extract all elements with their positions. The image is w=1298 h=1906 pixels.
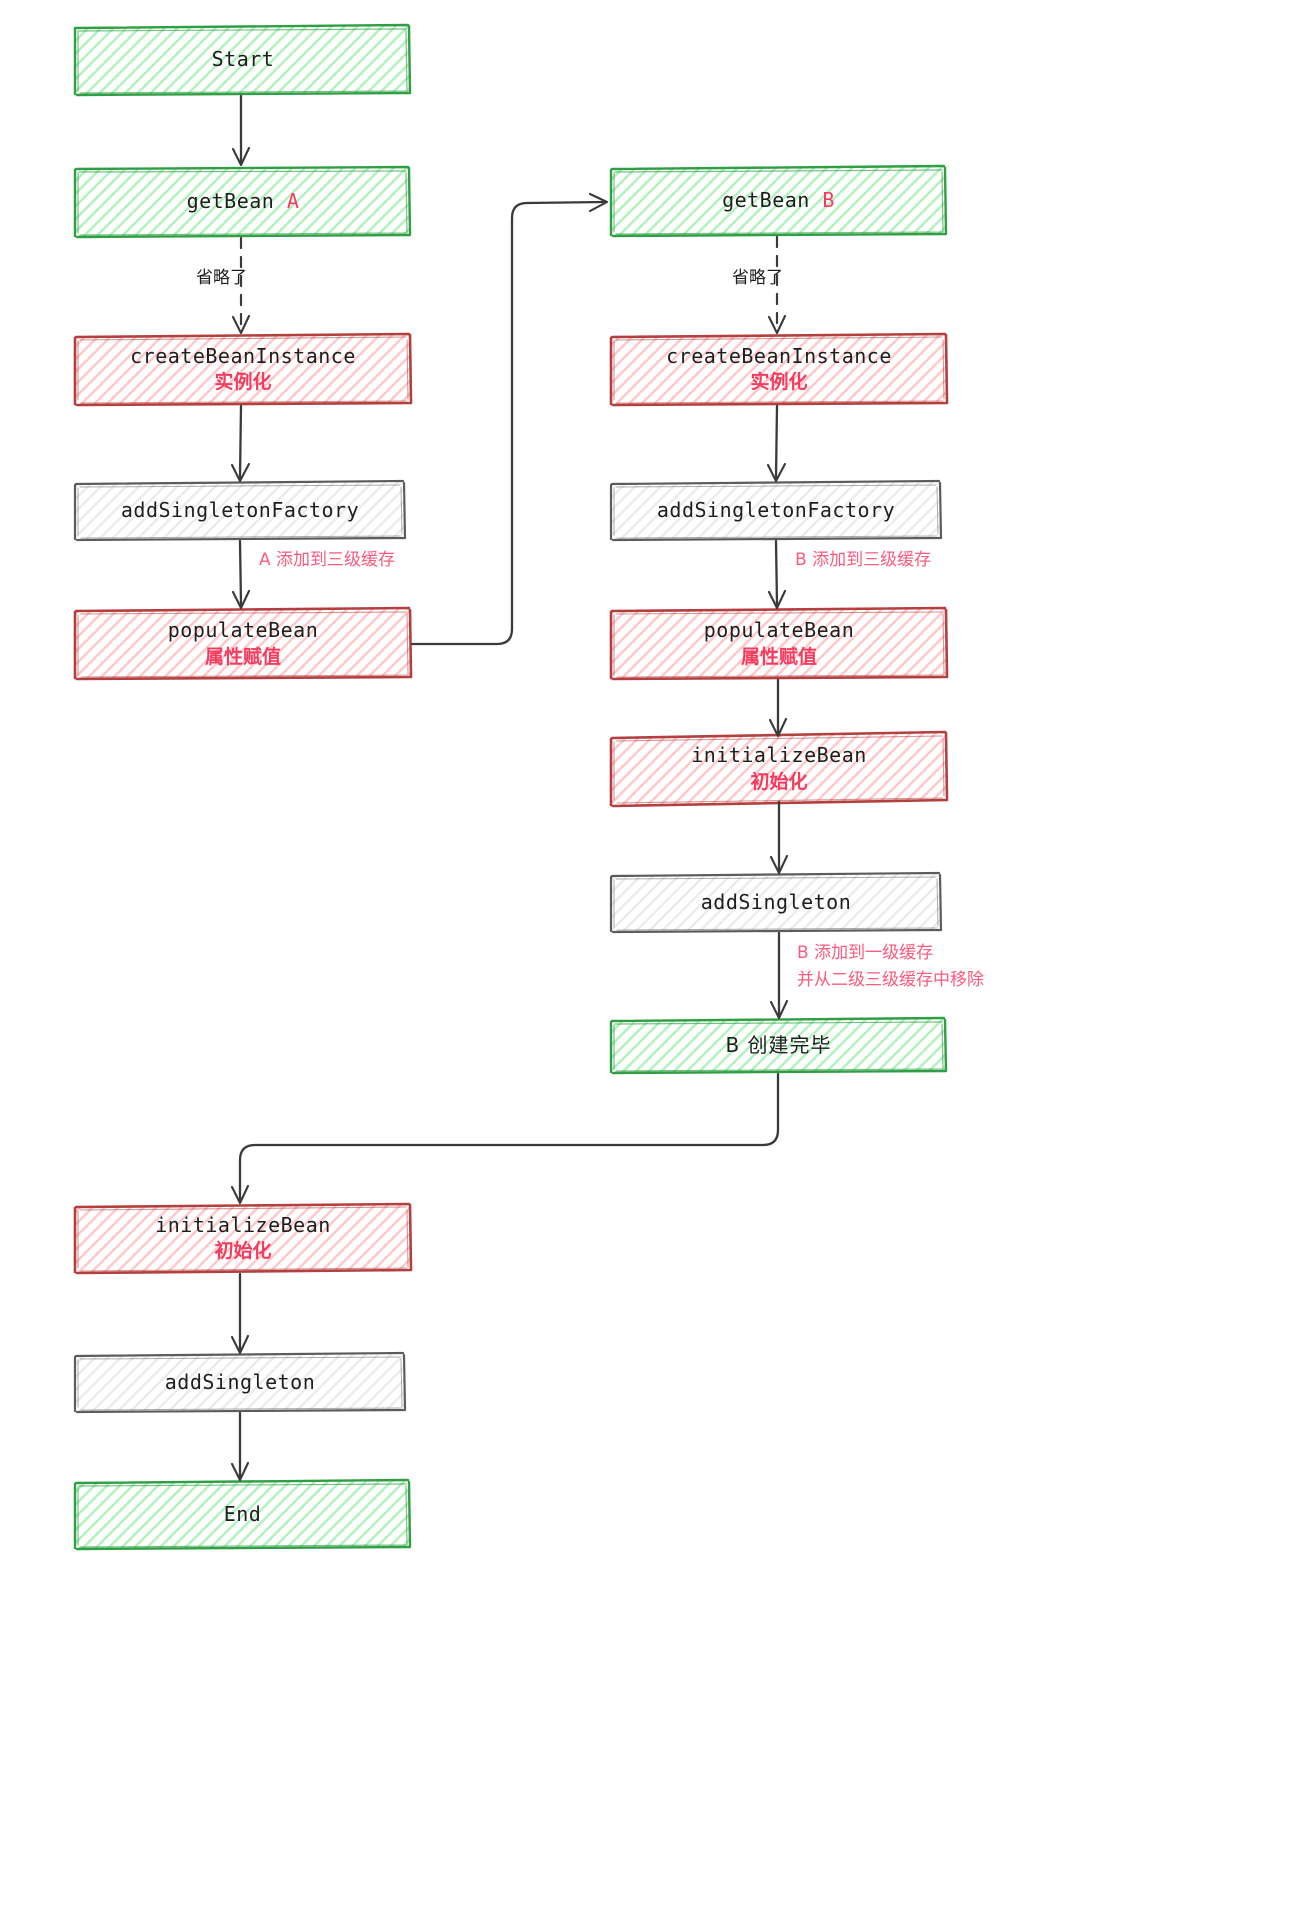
- edge-as-a-to-end: [230, 1411, 250, 1482]
- bean-a-accent: A: [286, 189, 300, 214]
- node-start-label: Start: [211, 47, 275, 72]
- node-populatebean-a-label: populateBean: [167, 618, 319, 643]
- edge-cbi-a-to-asf-a: [230, 404, 251, 483]
- edge-pb-b-to-ib-b: [768, 678, 788, 738]
- edge-b-done-to-ib-a: [230, 1072, 780, 1205]
- node-createbeaninstance-a-label: createBeanInstance: [130, 343, 356, 368]
- edge-as-b-to-b-done: [769, 931, 789, 1020]
- edge-asf-a-to-pb-a: [231, 539, 251, 610]
- edge-label-omitted-a: 省略了: [196, 268, 247, 288]
- edge-label-omitted-b: 省略了: [732, 268, 783, 288]
- node-initializebean-a-label: initializeBean: [155, 1212, 331, 1237]
- node-populatebean-a[interactable]: populateBean 属性赋值: [75, 608, 411, 679]
- edge-label-cache3-a: A 添加到三级缓存: [259, 550, 396, 570]
- edge-cbi-b-to-asf-b: [766, 404, 787, 483]
- node-addsingletonfactory-b[interactable]: addSingletonFactory: [611, 481, 941, 540]
- edge-start-to-getbean-a: [231, 94, 251, 167]
- bean-b-accent: B: [822, 188, 835, 213]
- node-start[interactable]: Start: [75, 25, 411, 95]
- node-addsingletonfactory-b-label: addSingletonFactory: [656, 497, 896, 522]
- node-addsingleton-b-label: addSingleton: [700, 889, 852, 914]
- node-populatebean-b-sublabel: 属性赋值: [740, 645, 817, 668]
- node-end-label: End: [223, 1501, 262, 1526]
- node-populatebean-a-sublabel: 属性赋值: [204, 645, 281, 668]
- node-initializebean-a[interactable]: initializeBean 初始化: [75, 1203, 411, 1273]
- node-b-done-label: B 创建完毕: [725, 1032, 832, 1057]
- node-createbeaninstance-b[interactable]: createBeanInstance 实例化: [611, 333, 947, 405]
- edge-label-cache3-b: B 添加到三级缓存: [795, 550, 932, 570]
- edge-pb-a-to-getbean-b: [410, 192, 609, 646]
- node-addsingleton-b[interactable]: addSingleton: [611, 873, 941, 932]
- edge-ib-b-to-as-b: [769, 800, 789, 875]
- node-populatebean-b-label: populateBean: [703, 618, 855, 643]
- edge-label-cache1-b-line1: B 添加到一级缓存: [797, 943, 934, 963]
- node-addsingletonfactory-a-label: addSingletonFactory: [120, 497, 360, 522]
- node-createbeaninstance-b-label: createBeanInstance: [666, 343, 892, 368]
- edge-asf-b-to-pb-b: [767, 539, 787, 610]
- node-getbean-a[interactable]: getBean A: [75, 167, 411, 237]
- node-initializebean-b-label: initializeBean: [691, 743, 867, 768]
- edge-label-cache1-b-line2: 并从二级三级缓存中移除: [797, 970, 984, 990]
- node-createbeaninstance-b-sublabel: 实例化: [750, 371, 808, 394]
- node-createbeaninstance-a[interactable]: createBeanInstance 实例化: [75, 333, 411, 405]
- node-b-done[interactable]: B 创建完毕: [611, 1018, 946, 1073]
- node-getbean-a-label: getBean A: [186, 189, 300, 214]
- node-initializebean-a-sublabel: 初始化: [214, 1240, 272, 1263]
- node-end[interactable]: End: [75, 1480, 410, 1549]
- node-initializebean-b-sublabel: 初始化: [750, 770, 808, 793]
- node-getbean-b[interactable]: getBean B: [611, 166, 946, 236]
- node-getbean-b-label: getBean B: [722, 188, 835, 213]
- node-addsingleton-a-label: addSingleton: [164, 1369, 316, 1394]
- node-addsingleton-a[interactable]: addSingleton: [75, 1353, 405, 1412]
- node-populatebean-b[interactable]: populateBean 属性赋值: [611, 608, 947, 679]
- node-createbeaninstance-a-sublabel: 实例化: [214, 371, 272, 394]
- edge-ib-a-to-as-a: [230, 1272, 250, 1355]
- node-addsingletonfactory-a[interactable]: addSingletonFactory: [75, 481, 405, 540]
- node-initializebean-b[interactable]: initializeBean 初始化: [611, 733, 947, 804]
